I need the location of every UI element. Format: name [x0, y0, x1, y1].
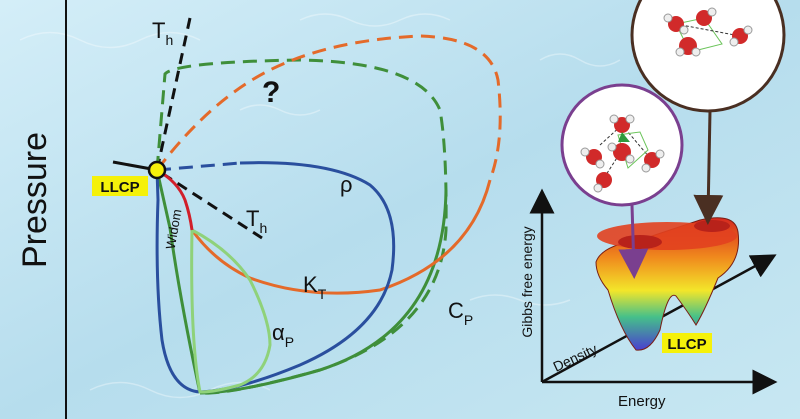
th-upper-label: Th	[152, 18, 173, 48]
water-caustics	[19, 13, 621, 399]
llcp-badge	[92, 176, 148, 196]
cp-curve-dashed	[155, 58, 448, 395]
water-molecule-network-icon	[560, 83, 684, 207]
alpha-label: αP	[272, 320, 294, 350]
kt-label: KT	[303, 272, 327, 302]
th-lower-label: Th	[246, 206, 267, 236]
pressure-axis-label: Pressure	[16, 132, 54, 268]
landscape-llcp-badge	[662, 333, 712, 353]
low-density-arrow	[618, 204, 649, 279]
question-mark: ?	[262, 76, 280, 109]
kt-curve-dashed	[155, 34, 502, 181]
cp-curve	[199, 189, 448, 395]
llcp-point	[147, 160, 167, 180]
widom-line	[156, 168, 194, 231]
llcp-label: LLCP	[100, 179, 139, 196]
th-line	[155, 17, 263, 240]
cp-label: CP	[448, 298, 473, 328]
kt-curve	[190, 179, 492, 295]
alpha-curve	[190, 227, 272, 394]
landscape-llcp-label: LLCP	[667, 336, 706, 353]
energy-axis-label: Energy	[618, 393, 666, 410]
rho-curve	[155, 161, 396, 394]
high-density-arrow	[693, 110, 724, 225]
widom-label: Widom	[163, 208, 185, 250]
gibbs-axis-label: Gibbs free energy	[519, 226, 535, 337]
water-molecule-cluster-icon	[630, 0, 786, 113]
rho-curve-dashed	[156, 161, 241, 172]
rho-label: ρ	[340, 172, 353, 197]
